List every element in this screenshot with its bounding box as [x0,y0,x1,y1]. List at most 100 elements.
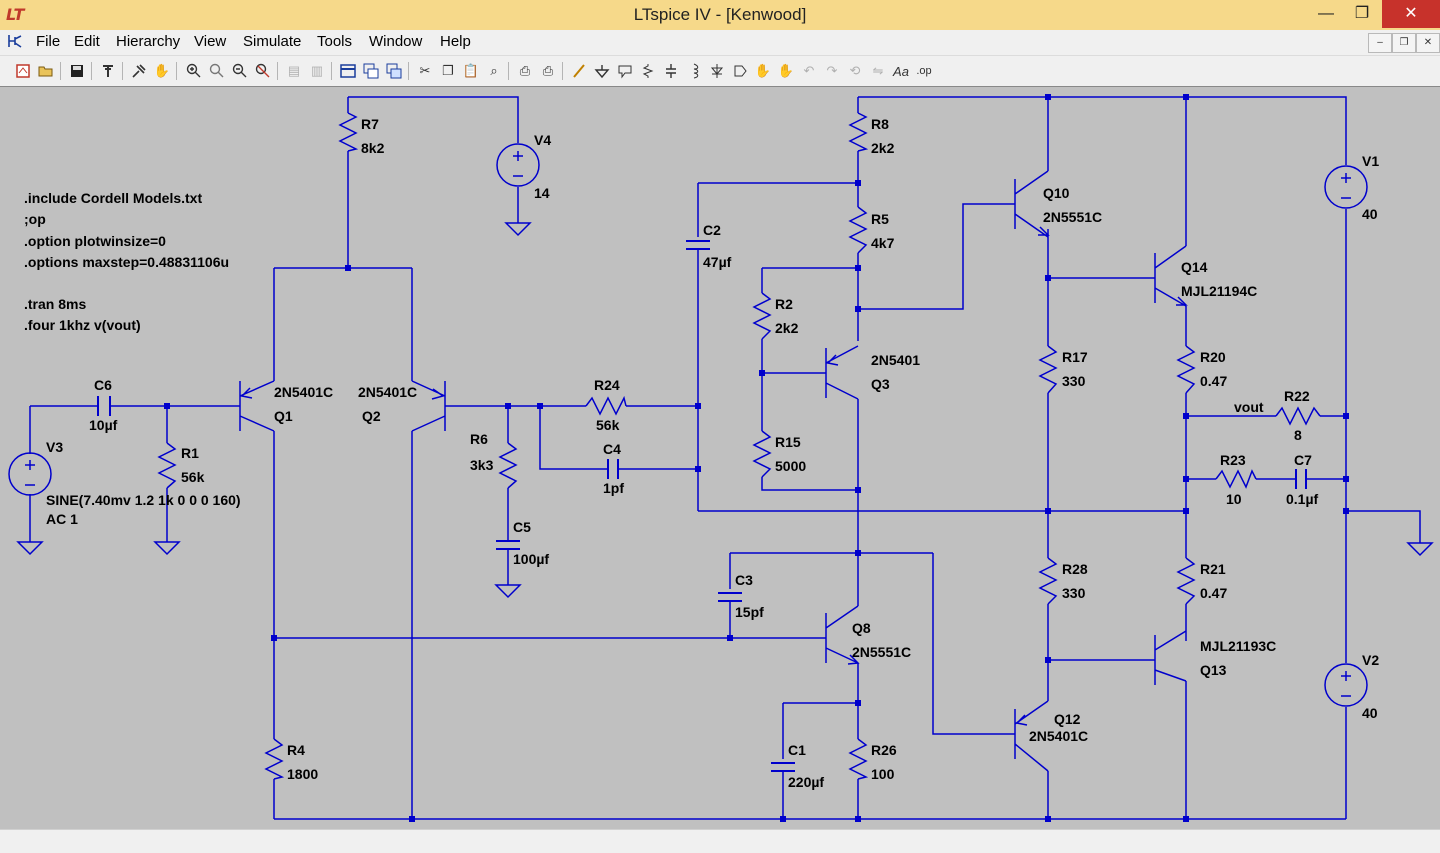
wire-icon[interactable] [569,61,589,81]
directive-four[interactable]: .four 1khz v(vout) [24,317,141,333]
zoom-in-icon[interactable] [184,61,204,81]
capacitor-icon[interactable] [661,61,681,81]
component-labels: R7 8k2 V4 14 R8 2k2 R5 4k7 C2 47µf R2 2k… [46,116,1379,790]
label-q10: Q10 [1043,185,1070,201]
capacitor-c5 [496,540,520,550]
directive-tran[interactable]: .tran 8ms [24,296,86,312]
value-r17: 330 [1062,373,1086,389]
resistor-r17 [1038,345,1058,394]
mirror-icon[interactable]: ⇋ [872,63,884,78]
tile-icon[interactable]: ▤ [287,63,301,78]
value-c3: 15pf [735,604,764,620]
label-q1: Q1 [274,408,293,424]
find-icon[interactable]: ⌕ [490,63,498,78]
label-v3: V3 [46,439,63,455]
cascade-icon[interactable]: ▥ [310,63,324,78]
resistor-r8 [848,112,869,152]
transistor-q8 [825,605,860,665]
capacitor-c1 [771,762,795,772]
menu-help[interactable]: Help [440,33,471,50]
menu-view[interactable]: View [194,33,227,50]
mdi-restore-button[interactable]: ❐ [1392,33,1416,53]
value-r22: 8 [1294,427,1302,443]
ltspice-app-icon[interactable]: LT [6,5,25,24]
menu-tools[interactable]: Tools [317,33,353,50]
spice-directives[interactable]: .include Cordell Models.txt ;op .option … [24,190,229,333]
source-v2 [1324,663,1368,707]
toolbar-separator [408,62,409,80]
rotate-icon[interactable]: ⟲ [849,63,861,78]
model-q8: 2N5551C [852,644,911,660]
menu-simulate[interactable]: Simulate [243,33,302,50]
zoom-area-icon[interactable] [207,61,227,81]
value-r21: 0.47 [1200,585,1227,601]
model-q13: MJL21193C [1200,638,1276,654]
diode-icon[interactable] [707,61,727,81]
value-r4: 1800 [287,766,318,782]
close-button[interactable]: ✕ [1382,0,1440,28]
label-c4: C4 [603,441,621,457]
move-icon[interactable]: ✋ [754,63,772,78]
transistor-q3 [825,345,859,400]
title-bar: LT LTspice IV - [Kenwood] — ❐ ✕ [0,0,1440,30]
transistor-q2 [411,380,446,432]
new-schematic-icon[interactable] [13,61,33,81]
directive-maxstep[interactable]: .options maxstep=0.48831106u [24,254,229,270]
control-panel-icon[interactable] [98,61,118,81]
maximize-button[interactable]: ❐ [1354,5,1370,22]
print-setup-icon[interactable]: ⎙ [519,63,531,78]
zoom-out-icon[interactable] [230,61,250,81]
zoom-cancel-icon[interactable] [253,61,273,81]
transistor-q1 [239,380,275,432]
directive-include[interactable]: .include Cordell Models.txt [24,190,202,206]
label-r5: R5 [871,211,889,227]
label-q12: Q12 [1054,711,1081,727]
capacitor-c6 [97,396,111,416]
value-r8: 2k2 [871,140,895,156]
component-icon[interactable] [730,61,750,81]
print-icon[interactable]: ⎙ [542,63,554,78]
menu-hierarchy[interactable]: Hierarchy [116,33,181,50]
schematic-doc-icon[interactable] [6,33,24,51]
toolbar: ✋ ▤ ▥ ✂ ❐ 📋 ⌕ ⎙ ⎙ ✋ ✋ ↶ ↷ ⟲ ⇋ Aa .op [0,55,1440,87]
save-icon[interactable] [67,61,87,81]
minimize-button[interactable]: — [1318,5,1334,22]
copy-icon[interactable]: ❐ [442,63,454,78]
text-icon[interactable]: Aa [893,63,909,79]
label-icon[interactable] [615,61,635,81]
menu-edit[interactable]: Edit [74,33,100,50]
schematic-canvas[interactable]: .include Cordell Models.txt ;op .option … [0,86,1440,829]
value-c6: 10µf [89,417,118,433]
open-icon[interactable] [36,61,56,81]
label-r2: R2 [775,296,793,312]
drag-icon[interactable]: ✋ [777,63,795,78]
value-r20: 0.47 [1200,373,1227,389]
inductor-icon[interactable] [684,61,704,81]
halt-icon[interactable]: ✋ [153,63,171,78]
waveform-window-icon[interactable] [361,61,381,81]
label-q13: Q13 [1200,662,1227,678]
spice-directive-icon[interactable]: .op [916,65,932,77]
undo-icon[interactable]: ↶ [803,63,815,78]
label-r17: R17 [1062,349,1088,365]
menu-window[interactable]: Window [369,33,423,50]
paste-icon[interactable]: 📋 [462,63,480,78]
ground-icon[interactable] [592,61,612,81]
redo-icon[interactable]: ↷ [826,63,838,78]
label-r23: R23 [1220,452,1246,468]
menu-bar: File Edit Hierarchy View Simulate Tools … [0,30,1440,54]
schematic-drawing[interactable]: .include Cordell Models.txt ;op .option … [0,87,1440,829]
menu-file[interactable]: File [36,33,61,50]
resistor-icon[interactable] [638,61,658,81]
run-icon[interactable] [129,61,149,81]
directive-plotwinsize[interactable]: .option plotwinsize=0 [24,233,166,249]
directive-op[interactable]: ;op [24,211,46,227]
value-v1: 40 [1362,206,1378,222]
mdi-close-button[interactable]: ✕ [1416,33,1440,53]
netlist-icon[interactable] [384,61,404,81]
schematic-window-icon[interactable] [338,61,358,81]
mdi-minimize-button[interactable]: – [1368,33,1392,53]
model-q1: 2N5401C [274,384,333,400]
transistor-q12 [1014,700,1049,772]
cut-icon[interactable]: ✂ [419,63,431,78]
